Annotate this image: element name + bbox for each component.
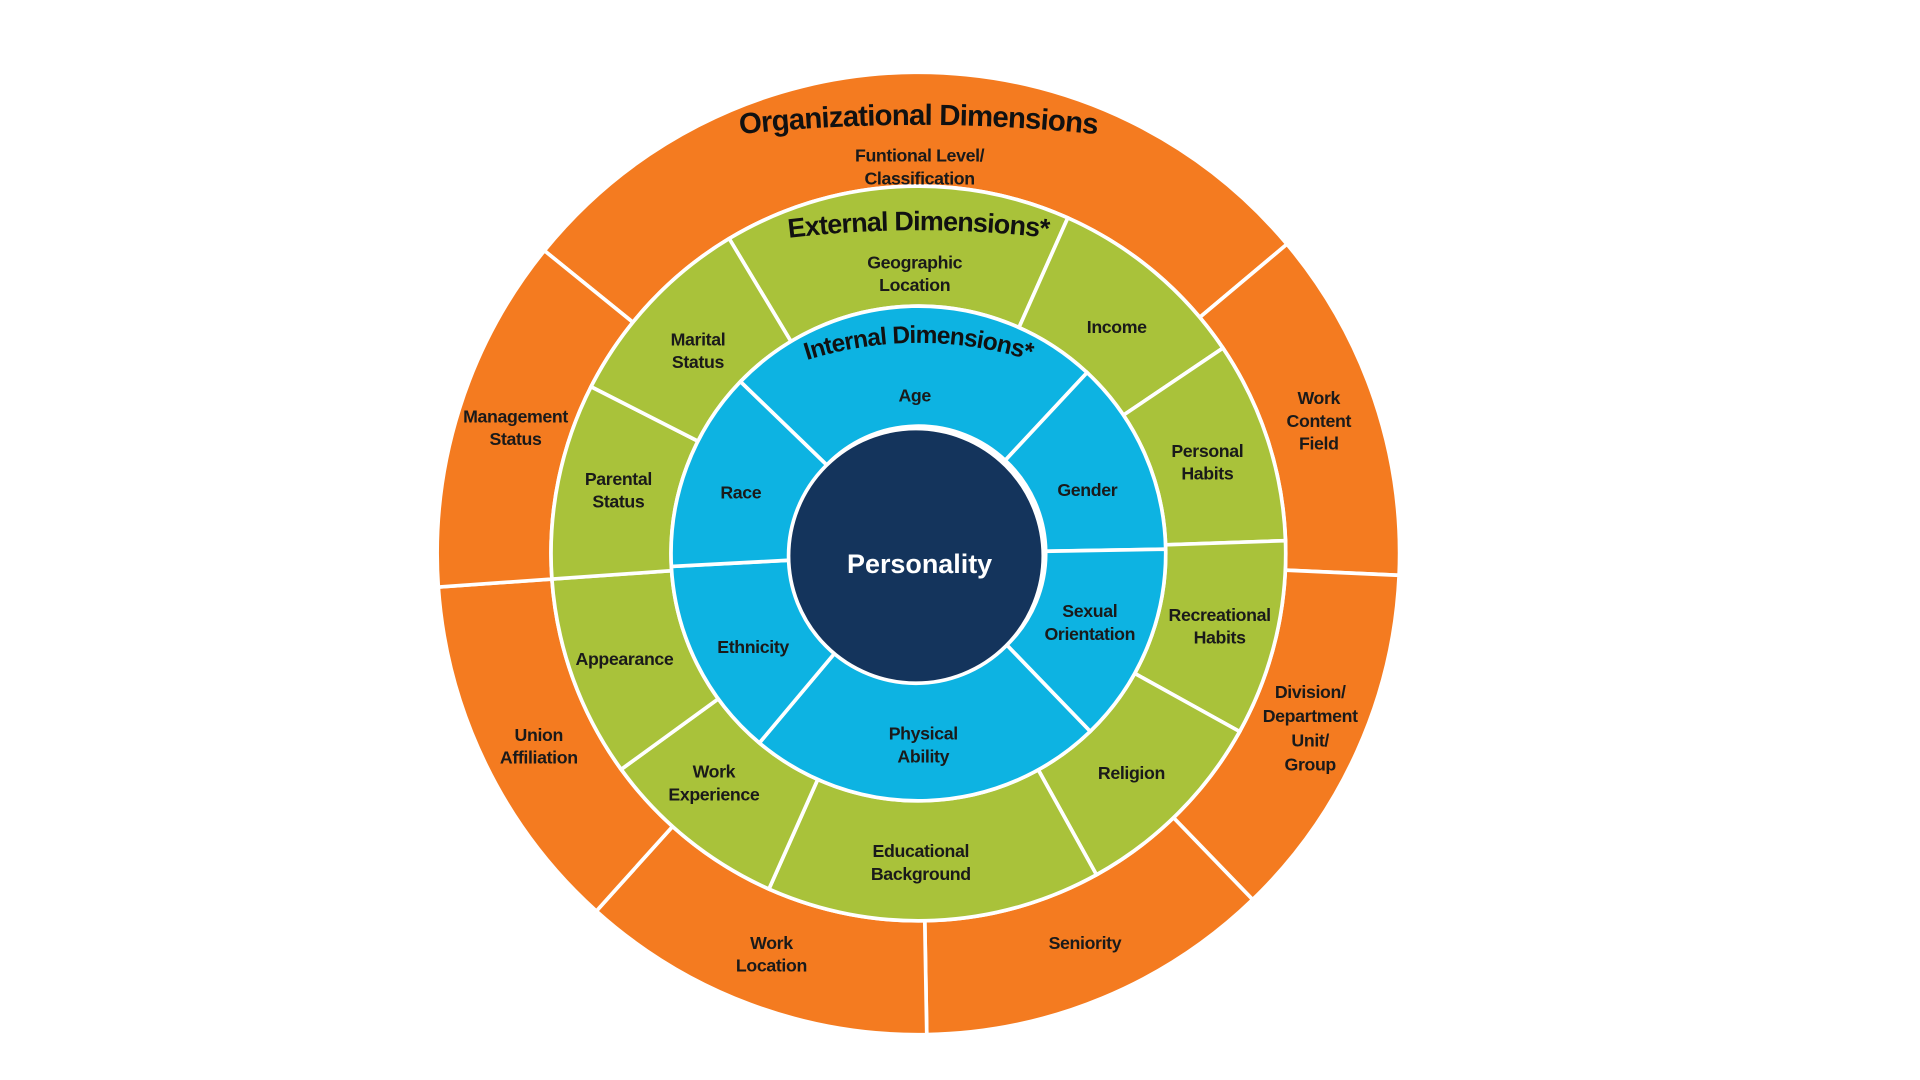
- label-line: Background: [871, 864, 971, 884]
- label-line: Religion: [1098, 763, 1165, 783]
- external-segment-label: Income: [1087, 317, 1147, 337]
- label-line: Division/: [1275, 682, 1346, 702]
- external-segment-label: Appearance: [576, 649, 674, 669]
- label-line: Recreational: [1169, 605, 1271, 625]
- label-line: Unit/: [1291, 730, 1329, 750]
- organizational-segment-label: Seniority: [1049, 933, 1122, 953]
- label-line: Geographic: [867, 252, 962, 272]
- internal-segment-label: Ethnicity: [717, 636, 789, 656]
- internal-segment-label: Age: [898, 385, 931, 405]
- label-line: Union: [515, 725, 563, 745]
- label-line: Physical: [889, 723, 958, 743]
- label-line: Affiliation: [500, 747, 578, 767]
- organizational-segment-label: Funtional Level/Classification: [855, 145, 985, 188]
- label-line: Gender: [1057, 480, 1117, 500]
- internal-segment-label: Race: [720, 482, 761, 502]
- label-line: Location: [879, 275, 950, 295]
- personality-core: [786, 426, 1046, 686]
- label-line: Habits: [1194, 627, 1247, 647]
- label-line: Field: [1299, 433, 1339, 453]
- label-line: Experience: [668, 784, 760, 804]
- label-line: Status: [672, 352, 725, 372]
- label-line: Management: [463, 406, 568, 426]
- label-line: Group: [1285, 754, 1337, 774]
- internal-segment-gender: [1002, 369, 1168, 554]
- label-line: Status: [489, 429, 542, 449]
- label-line: Department: [1263, 706, 1358, 726]
- label-line: Orientation: [1044, 624, 1135, 644]
- label-line: Status: [592, 491, 645, 511]
- label-line: Funtional Level/: [855, 145, 985, 165]
- label-line: Sexual: [1062, 601, 1117, 621]
- label-line: Ability: [897, 746, 949, 766]
- label-line: Age: [898, 385, 931, 405]
- label-line: Work: [750, 933, 793, 953]
- label-line: Work: [1297, 388, 1340, 408]
- label-line: Income: [1087, 317, 1147, 337]
- label-line: Classification: [864, 168, 974, 188]
- label-line: Content: [1287, 411, 1352, 431]
- label-line: Personal: [1171, 441, 1243, 461]
- label-line: Location: [736, 955, 807, 975]
- personality-label: Personality: [847, 549, 992, 579]
- wedge-layer: [435, 70, 1402, 1037]
- label-line: Race: [720, 482, 761, 502]
- label-line: Habits: [1181, 463, 1234, 483]
- label-line: Parental: [585, 469, 652, 489]
- label-line: Appearance: [576, 649, 674, 669]
- label-line: Work: [693, 761, 736, 781]
- label-line: Educational: [873, 841, 970, 861]
- internal-segment-label: Gender: [1057, 480, 1117, 500]
- label-line: Seniority: [1049, 933, 1122, 953]
- label-line: Marital: [671, 329, 726, 349]
- external-segment-label: Religion: [1098, 763, 1165, 783]
- label-line: Ethnicity: [717, 636, 789, 656]
